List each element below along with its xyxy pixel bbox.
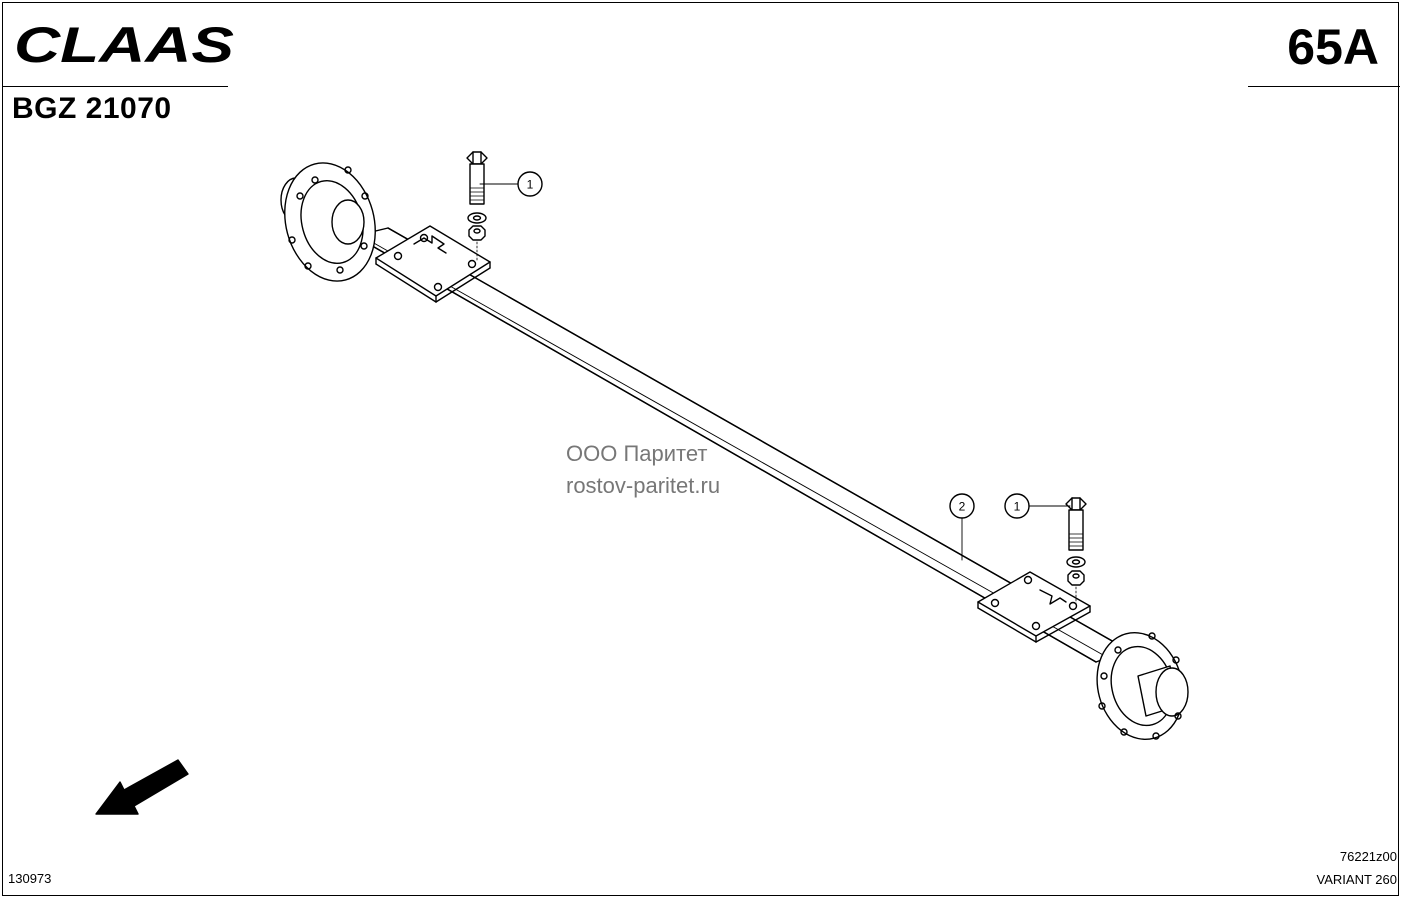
header-rule-right [1248,86,1400,87]
drawing-reference: 76221z00 [1339,849,1397,864]
callout-1-upper: 1 [479,171,543,197]
callout-2: 2 [949,493,975,561]
left-wheel-hub [280,162,376,282]
variant-label: VARIANT 260 [1316,872,1397,887]
svg-text:CLAAS: CLAAS [14,20,234,68]
svg-text:2: 2 [959,500,966,514]
page-code: 65A [1287,19,1379,75]
svg-text:1: 1 [527,178,534,192]
watermark-url: rostov-paritet.ru [566,473,721,498]
watermark: ООО Паритет rostov-paritet.ru [566,438,720,502]
left-bolt-assembly [466,151,488,263]
header-rule-left [2,86,228,87]
right-wheel-hub [1096,632,1189,740]
svg-text:1: 1 [1014,500,1021,514]
watermark-company: ООО Паритет [566,441,708,466]
arrow-down-left-icon [95,759,189,815]
left-mounting-plate [375,225,491,303]
model-code: BGZ 21070 [12,92,172,125]
callout-1-lower: 1 [1004,493,1071,519]
claas-logo: CLAAS [14,20,234,68]
right-bolt-assembly [1065,497,1087,605]
footer-left-code: 130973 [8,871,52,886]
right-mounting-plate [977,571,1091,643]
